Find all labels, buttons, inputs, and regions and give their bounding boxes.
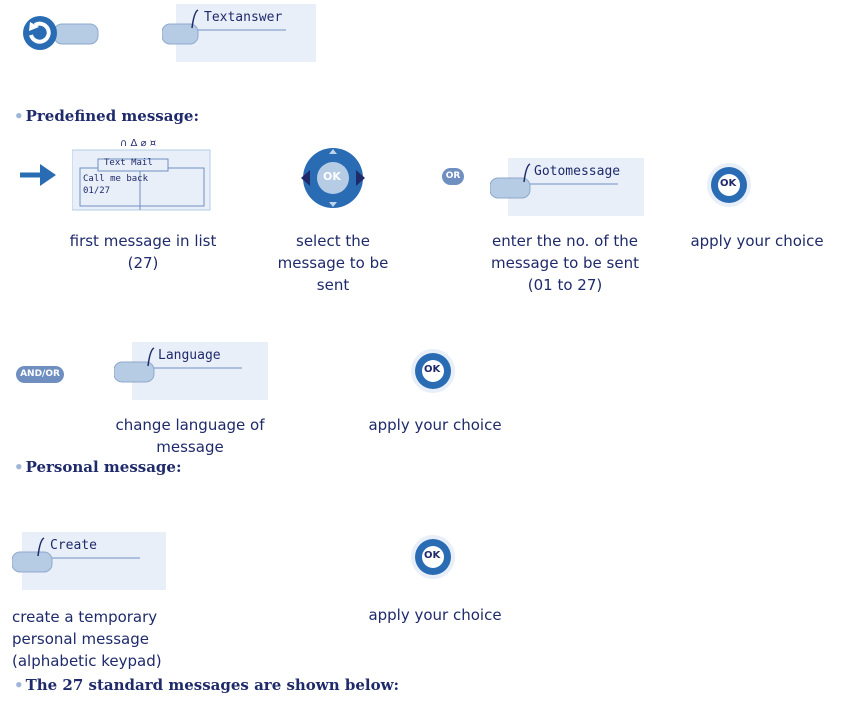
ok-icon bbox=[411, 535, 455, 579]
ok-button[interactable]: OK bbox=[410, 348, 456, 394]
right-arrow-icon bbox=[18, 160, 58, 194]
phone-display: ∩ Δ ⌀ ¤ Text Mail Call me back 01/27 bbox=[71, 138, 212, 212]
navigator-icon bbox=[301, 148, 365, 208]
softkey-create[interactable]: Create bbox=[11, 532, 168, 592]
apply-caption: apply your choice bbox=[368, 606, 502, 624]
softkey-label: Language bbox=[158, 348, 221, 363]
softkey-gotomessage[interactable]: Gotomessage bbox=[489, 158, 646, 218]
screen-caption: first message in list (27) bbox=[69, 232, 217, 272]
ok-button[interactable]: OK bbox=[410, 534, 456, 580]
personal-caption: create a temporary personal message (alp… bbox=[12, 608, 162, 670]
section-heading-predefined: •Predefined message: bbox=[14, 107, 200, 125]
apply-caption: apply your choice bbox=[690, 232, 824, 250]
or-badge: OR bbox=[442, 168, 464, 185]
navigator-key[interactable]: OK bbox=[300, 145, 366, 211]
screen-tab-label: Text Mail bbox=[104, 158, 153, 168]
back-key[interactable] bbox=[14, 14, 100, 52]
ok-button[interactable]: OK bbox=[706, 162, 752, 208]
section-heading-personal: •Personal message: bbox=[14, 458, 182, 476]
softkey-language[interactable]: Language bbox=[113, 342, 270, 402]
ok-icon bbox=[411, 349, 455, 393]
status-icons: ∩ Δ ⌀ ¤ bbox=[120, 138, 157, 149]
softkey-label: Textanswer bbox=[204, 10, 283, 25]
screen-line-1: Call me back bbox=[83, 174, 149, 184]
navigator-caption: select the message to be sent bbox=[277, 232, 389, 294]
andor-badge: AND/OR bbox=[16, 366, 64, 383]
screen-line-2: 01/27 bbox=[83, 186, 111, 196]
ok-icon bbox=[707, 163, 751, 207]
softkey-label: Create bbox=[50, 538, 97, 553]
language-caption: change language of message bbox=[115, 416, 265, 456]
apply-caption: apply your choice bbox=[368, 416, 502, 434]
back-arrow-icon bbox=[23, 16, 99, 50]
goto-caption: enter the no. of the message to be sent … bbox=[491, 232, 639, 294]
softkey-label: Gotomessage bbox=[534, 164, 621, 179]
softkey-textanswer[interactable]: Textanswer bbox=[161, 4, 318, 64]
section-heading-standard: •The 27 standard messages are shown belo… bbox=[14, 676, 400, 694]
